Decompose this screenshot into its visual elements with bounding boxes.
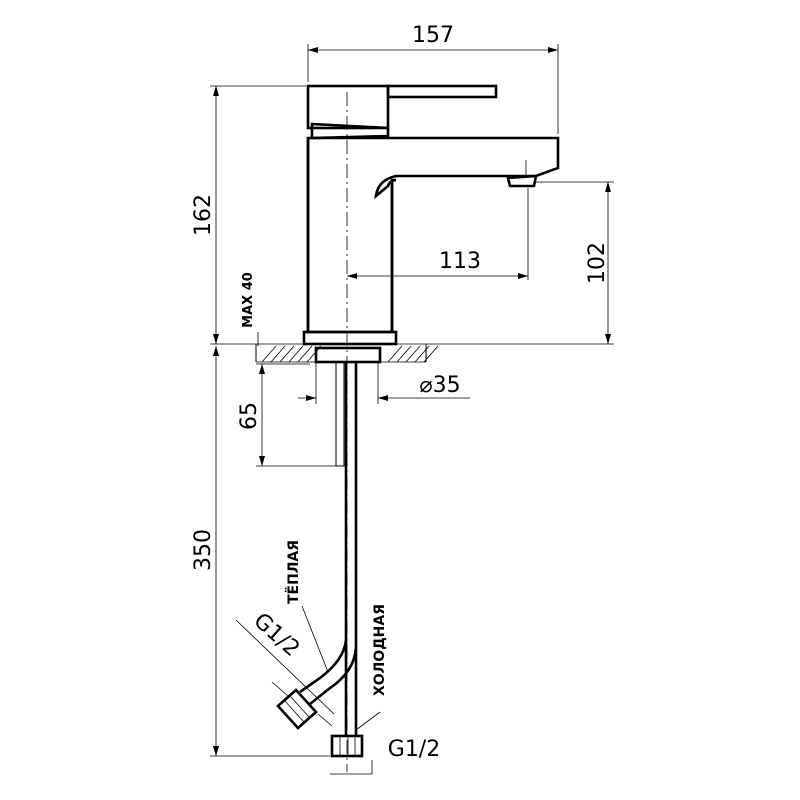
lever-handle-block (306, 84, 390, 130)
hatch-line (405, 345, 421, 363)
hatch-line (270, 345, 286, 363)
hatch-line (414, 345, 430, 363)
dimension-350: 350 (191, 346, 330, 757)
dimension-162: 162 (191, 85, 306, 345)
handle-cap (310, 122, 390, 140)
hatch-line (423, 345, 439, 363)
hatch-line (387, 345, 403, 363)
dim-102-label: 102 (585, 242, 610, 284)
warm-hose-outer (299, 639, 348, 694)
label-warm-text: ТЁПЛАЯ (285, 540, 302, 604)
base-ring (302, 330, 398, 346)
thread-warm: G1/2 (235, 608, 335, 727)
thread-cold-label: G1/2 (388, 737, 440, 762)
warm-hose-inner (309, 647, 358, 706)
mounting-stud-and-hoses (276, 362, 364, 758)
mounting-surface (250, 343, 439, 364)
dim-dia-35-label: ⌀35 (419, 373, 460, 398)
label-warm: ТЁПЛАЯ (285, 540, 329, 673)
thread-cold: G1/2 (330, 737, 440, 775)
dim-350-label: 350 (191, 529, 216, 571)
hatch-line (279, 345, 295, 363)
faucet-body (302, 84, 560, 346)
dim-113-label: 113 (439, 249, 481, 274)
aerator (506, 174, 538, 188)
dimension-65: 65 (237, 363, 336, 467)
body-spout-outline (306, 136, 560, 334)
dim-162-label: 162 (191, 194, 216, 236)
dimension-157: 157 (307, 23, 559, 134)
cold-hose (344, 362, 358, 736)
dimension-dia-35: ⌀35 (298, 362, 470, 404)
dimension-102: 102 (430, 181, 614, 345)
lever-handle-arm (386, 84, 498, 99)
dim-max-40-label: MAX 40 (241, 272, 256, 328)
label-cold-text: ХОЛОДНАЯ (372, 604, 388, 696)
dimension-113: 113 (347, 188, 529, 280)
dim-65-label: 65 (237, 402, 262, 430)
hatch-line (396, 345, 412, 363)
thread-warm-label: G1/2 (248, 608, 304, 662)
hatch-line (297, 345, 313, 363)
warm-fitting-nut (276, 688, 318, 730)
dim-157-label: 157 (412, 23, 454, 48)
hatch-line (288, 345, 304, 363)
hatch-line (261, 345, 277, 363)
dimension-max-40: MAX 40 (241, 272, 259, 346)
label-cold: ХОЛОДНАЯ (355, 604, 388, 731)
